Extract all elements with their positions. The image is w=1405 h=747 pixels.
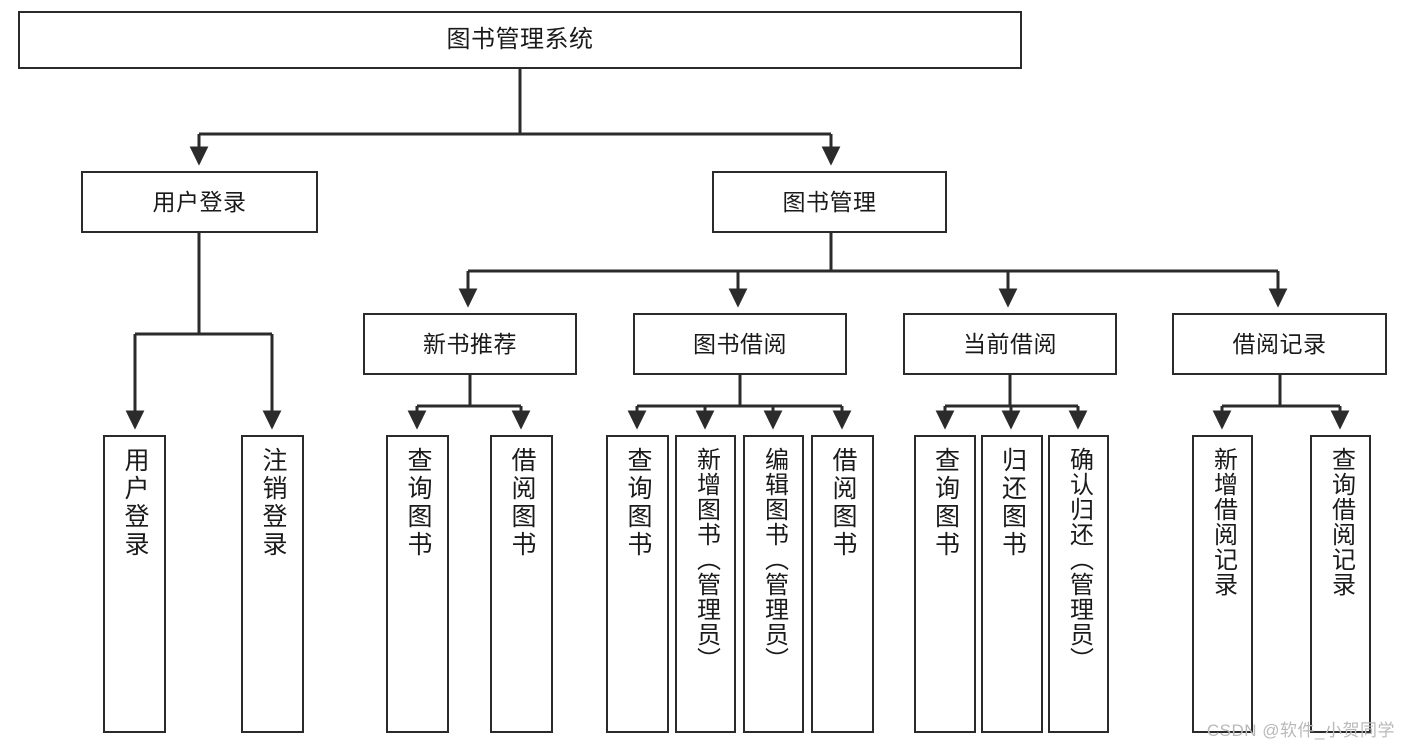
leaf-query-book-3[interactable]: 查询图书 bbox=[914, 435, 976, 733]
leaf-confirm-return-label: 确认归还（管理员） bbox=[1065, 447, 1093, 672]
leaf-query-book-1-label: 查询图书 bbox=[404, 447, 432, 559]
leaf-borrow-book-1-label: 借阅图书 bbox=[508, 447, 536, 559]
watermark: CSDN @软件_小贺同学 bbox=[1206, 721, 1395, 740]
leaf-query-book-2-label: 查询图书 bbox=[624, 447, 652, 559]
leaf-user-login-label: 用户登录 bbox=[121, 447, 149, 559]
node-user-login-label: 用户登录 bbox=[152, 188, 247, 215]
leaf-borrow-book-2[interactable]: 借阅图书 bbox=[811, 435, 874, 733]
leaf-add-record[interactable]: 新增借阅记录 bbox=[1192, 435, 1253, 733]
node-book-borrow-label: 图书借阅 bbox=[693, 330, 787, 357]
leaf-user-logout-label: 注销登录 bbox=[259, 447, 287, 559]
node-new-book-recommend-label: 新书推荐 bbox=[423, 330, 517, 357]
leaf-query-book-3-label: 查询图书 bbox=[931, 447, 960, 559]
node-book-manage-label: 图书管理 bbox=[782, 188, 877, 215]
leaf-user-login[interactable]: 用户登录 bbox=[103, 435, 166, 733]
leaf-add-book-label: 新增图书（管理员） bbox=[692, 447, 720, 672]
leaf-borrow-book-2-label: 借阅图书 bbox=[829, 447, 857, 559]
node-new-book-recommend[interactable]: 新书推荐 bbox=[363, 313, 577, 375]
node-borrow-record-label: 借阅记录 bbox=[1232, 330, 1327, 357]
node-current-borrow[interactable]: 当前借阅 bbox=[903, 313, 1117, 375]
leaf-edit-book[interactable]: 编辑图书（管理员） bbox=[743, 435, 804, 733]
leaf-edit-book-label: 编辑图书（管理员） bbox=[760, 447, 788, 672]
node-root-label: 图书管理系统 bbox=[446, 26, 594, 54]
leaf-add-book[interactable]: 新增图书（管理员） bbox=[675, 435, 736, 733]
leaf-query-record-label: 查询借阅记录 bbox=[1327, 447, 1355, 597]
node-root[interactable]: 图书管理系统 bbox=[18, 11, 1022, 69]
node-book-borrow[interactable]: 图书借阅 bbox=[633, 313, 847, 375]
leaf-add-record-label: 新增借阅记录 bbox=[1209, 447, 1237, 597]
leaf-return-book[interactable]: 归还图书 bbox=[981, 435, 1043, 733]
leaf-query-book-1[interactable]: 查询图书 bbox=[386, 435, 449, 733]
node-user-login[interactable]: 用户登录 bbox=[81, 171, 318, 233]
leaf-user-logout[interactable]: 注销登录 bbox=[241, 435, 304, 733]
leaf-return-book-label: 归还图书 bbox=[998, 447, 1027, 559]
leaf-query-record[interactable]: 查询借阅记录 bbox=[1310, 435, 1371, 733]
leaf-query-book-2[interactable]: 查询图书 bbox=[606, 435, 669, 733]
leaf-borrow-book-1[interactable]: 借阅图书 bbox=[490, 435, 553, 733]
node-book-manage[interactable]: 图书管理 bbox=[712, 171, 947, 233]
leaf-confirm-return[interactable]: 确认归还（管理员） bbox=[1048, 435, 1109, 733]
node-current-borrow-label: 当前借阅 bbox=[963, 330, 1057, 357]
node-borrow-record[interactable]: 借阅记录 bbox=[1172, 313, 1387, 375]
